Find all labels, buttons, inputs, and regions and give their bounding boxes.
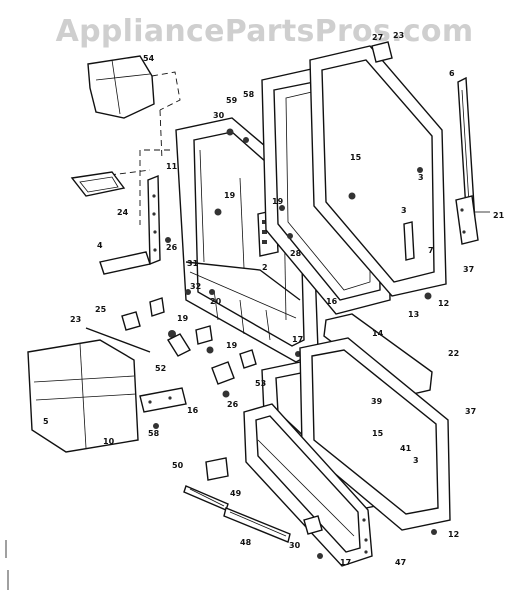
part-label-26: 26 xyxy=(166,243,178,252)
part-label-19: 19 xyxy=(177,314,189,323)
part-label-53: 53 xyxy=(255,379,266,388)
part-label-16: 16 xyxy=(326,297,338,306)
lower-door-liner xyxy=(243,403,373,567)
wire-rod xyxy=(85,327,151,353)
part-label-30: 30 xyxy=(289,541,301,550)
part-label-32: 32 xyxy=(190,282,201,291)
lower-door-shelf xyxy=(323,313,433,397)
crisper-drawer-front xyxy=(27,339,139,453)
part-label-6: 6 xyxy=(449,69,455,78)
part-label-47: 47 xyxy=(395,558,406,567)
lower-hinge-part xyxy=(139,387,187,429)
part-label-39: 39 xyxy=(371,397,383,406)
part-label-49: 49 xyxy=(230,489,242,498)
part-label-25: 25 xyxy=(95,305,107,314)
scan-marks xyxy=(5,540,9,590)
part-label-20: 20 xyxy=(210,297,222,306)
clips-and-brackets xyxy=(121,297,257,385)
part-label-58: 58 xyxy=(243,90,255,99)
part-label-4: 4 xyxy=(97,241,103,250)
part-label-17: 17 xyxy=(340,558,351,567)
part-label-17: 17 xyxy=(292,335,303,344)
part-label-24: 24 xyxy=(117,208,129,217)
part-label-22: 22 xyxy=(448,349,459,358)
part-label-23: 23 xyxy=(70,315,81,324)
part-label-15: 15 xyxy=(350,153,362,162)
part-label-3: 3 xyxy=(413,456,419,465)
part-label-12: 12 xyxy=(438,299,449,308)
part-label-28: 28 xyxy=(290,249,302,258)
part-label-13: 13 xyxy=(408,310,419,319)
part-label-11: 11 xyxy=(166,162,178,171)
part-label-50: 50 xyxy=(172,461,184,470)
part-label-21: 21 xyxy=(493,211,505,220)
guide-lines xyxy=(109,109,170,225)
part-label-27: 27 xyxy=(372,33,383,42)
door-closer-rod xyxy=(403,221,415,261)
part-label-7: 7 xyxy=(428,246,434,255)
part-label-2: 2 xyxy=(262,263,268,272)
part-label-3: 3 xyxy=(401,206,407,215)
part-label-37: 37 xyxy=(465,407,476,416)
part-label-12: 12 xyxy=(448,530,459,539)
part-label-37: 37 xyxy=(463,265,474,274)
part-label-19: 19 xyxy=(226,341,238,350)
bottom-bracket xyxy=(303,515,323,535)
part-label-48: 48 xyxy=(240,538,252,547)
part-label-58: 58 xyxy=(148,429,160,438)
part-label-59: 59 xyxy=(226,96,238,105)
part-label-54: 54 xyxy=(143,54,155,63)
part-label-52: 52 xyxy=(155,364,166,373)
watermark: AppliancePartsPros.com xyxy=(55,14,474,49)
part-label-41: 41 xyxy=(400,444,412,453)
part-label-31: 31 xyxy=(187,259,199,268)
kick-plate-grilles xyxy=(183,485,291,543)
part-label-23: 23 xyxy=(393,31,404,40)
shelf-bracket xyxy=(205,457,229,481)
part-label-5: 5 xyxy=(43,417,49,426)
part-label-19: 19 xyxy=(272,197,284,206)
crisper-bar xyxy=(99,251,151,275)
part-label-15: 15 xyxy=(372,429,384,438)
small-tray xyxy=(70,171,126,197)
part-label-10: 10 xyxy=(103,437,115,446)
shelf-rail-left xyxy=(147,174,161,266)
hinge-bracket xyxy=(455,195,490,245)
part-label-3: 3 xyxy=(418,173,424,182)
part-label-30: 30 xyxy=(213,111,225,120)
part-label-14: 14 xyxy=(372,329,384,338)
part-label-16: 16 xyxy=(187,406,199,415)
top-hinge-cap xyxy=(371,41,393,63)
part-label-26: 26 xyxy=(227,400,239,409)
part-label-19: 19 xyxy=(224,191,236,200)
crisper-cover-top xyxy=(87,55,181,119)
